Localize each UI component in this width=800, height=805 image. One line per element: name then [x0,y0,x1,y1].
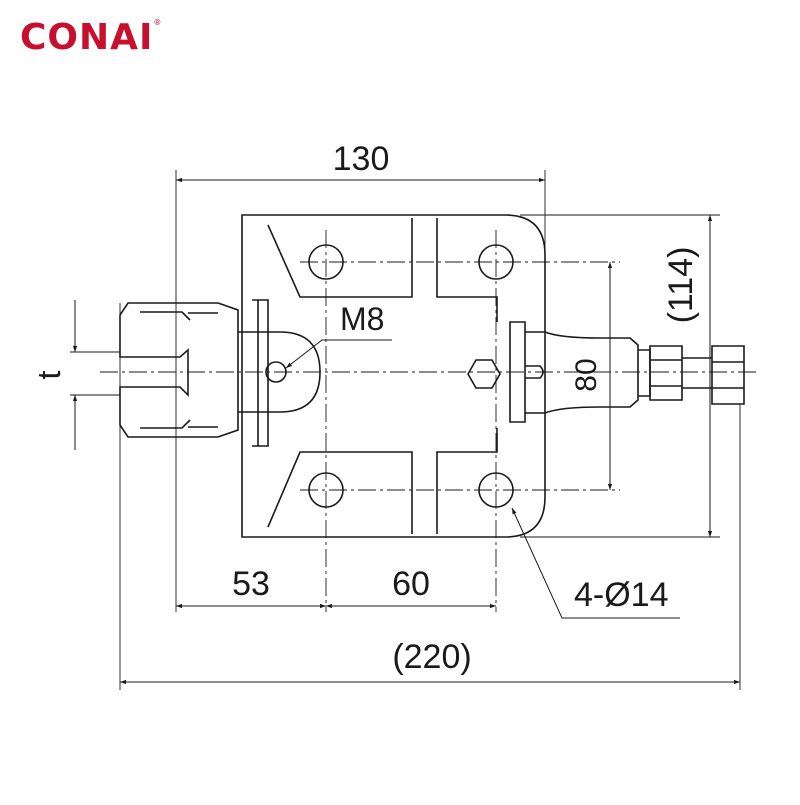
holes-label: 4-Ø14 [574,576,669,614]
plate-rib-bottom-right [436,428,498,534]
dim-t-label: t [31,370,67,379]
dimension-lines [72,177,740,685]
fork-collar [217,302,239,438]
spindle-head [711,345,745,405]
dim-60-label: 60 [392,565,430,603]
leader-m8 [285,339,392,369]
lock-nut [649,345,683,401]
base-plate [241,214,546,538]
plunger-neck [638,349,651,397]
center-lines [100,230,760,612]
brand-logo: CONAI® [20,18,161,58]
dim-220-label: (220) [392,638,471,676]
plunger-housing [509,321,639,423]
plate-rib-top-right [436,218,498,322]
fork-clevis [119,302,218,438]
fork-slot [140,311,191,429]
registered-mark: ® [153,18,162,27]
plate-rib-top-left [267,218,413,298]
dim-114-label: (114) [662,247,700,324]
spindle-thread [682,357,712,389]
fork-web [188,312,218,428]
leader-holes [511,507,680,619]
dim-80-label: 80 [570,358,603,391]
thread-m8-label: M8 [340,301,384,337]
plate-rib-bottom-left [267,451,413,534]
link-bracket [252,299,269,447]
dim-130-label: 130 [333,140,390,178]
center-hex-nut [467,359,501,389]
part-outline [119,214,745,538]
extension-lines [70,170,741,690]
dim-53-label: 53 [232,565,270,603]
brand-name: CONAI [20,17,154,58]
